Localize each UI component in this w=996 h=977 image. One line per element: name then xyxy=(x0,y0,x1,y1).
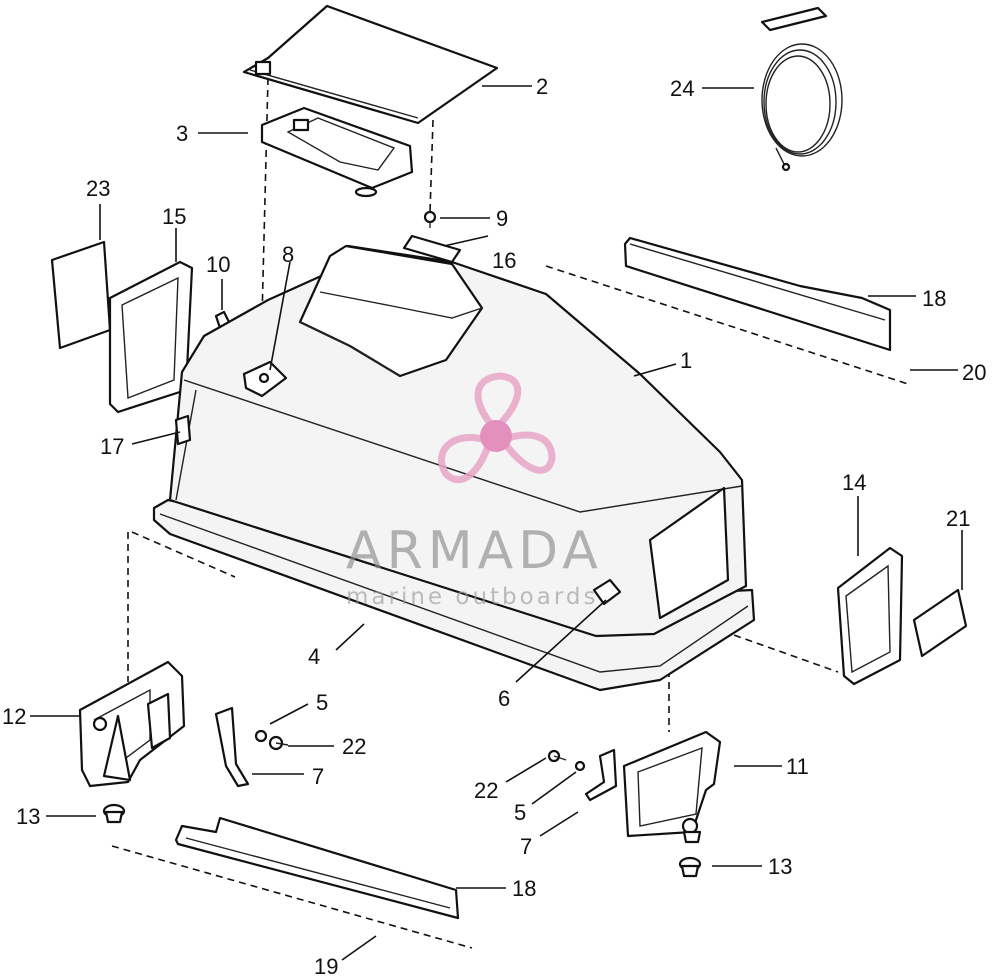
watermark-tagline: marine outboards xyxy=(346,584,598,610)
part-7-left-clip xyxy=(214,706,250,788)
callout-5-left: 5 xyxy=(316,690,328,715)
part-9-screw xyxy=(423,210,437,228)
assembly-dashed-lines xyxy=(111,77,909,949)
callout-22-right: 22 xyxy=(474,778,498,803)
callout-23: 23 xyxy=(86,176,110,201)
callout-16: 16 xyxy=(492,248,516,273)
callout-7-left: 7 xyxy=(312,764,324,789)
part-21-label xyxy=(912,588,968,658)
part-18-seal-strip-top xyxy=(623,236,892,352)
part-18-seal-strip-bottom xyxy=(174,816,460,920)
watermark-brand: ARMADA xyxy=(346,521,603,581)
callout-4: 4 xyxy=(308,644,320,669)
callout-3: 3 xyxy=(176,121,188,146)
callout-20: 20 xyxy=(962,360,986,385)
callout-14: 14 xyxy=(842,470,866,495)
callout-12: 12 xyxy=(2,704,26,729)
callout-labels: 2 3 9 23 15 10 8 16 18 20 1 24 17 14 21 … xyxy=(2,74,986,977)
part-7-right-clip xyxy=(584,748,618,802)
part-22-screw-right xyxy=(547,749,567,763)
callout-11: 11 xyxy=(786,754,809,779)
callout-13-left: 13 xyxy=(16,804,40,829)
part-5-washer-left xyxy=(254,729,268,743)
callout-2: 2 xyxy=(536,74,548,99)
part-24-cable xyxy=(760,6,843,172)
callout-9: 9 xyxy=(496,206,508,231)
callout-1: 1 xyxy=(680,348,692,373)
callout-5-right: 5 xyxy=(514,800,526,825)
callout-15: 15 xyxy=(162,204,186,229)
armada-watermark: ARMADA marine outboards xyxy=(346,372,603,610)
callout-6: 6 xyxy=(498,686,510,711)
callout-18-top: 18 xyxy=(922,286,946,311)
part-5-washer-right xyxy=(574,760,586,772)
callout-22-left: 22 xyxy=(342,734,366,759)
callout-10: 10 xyxy=(206,252,230,277)
callout-7-right: 7 xyxy=(520,834,532,859)
part-3-seal xyxy=(260,106,414,198)
callout-8: 8 xyxy=(282,242,294,267)
part-12-left-bracket xyxy=(78,660,186,788)
leader-lines xyxy=(30,85,963,961)
part-14-plate xyxy=(836,546,904,686)
part-13-grommet-right xyxy=(678,856,702,878)
callout-17: 17 xyxy=(100,434,124,459)
part-2-top-cover xyxy=(242,4,499,125)
part-13-grommet-left xyxy=(102,803,126,824)
part-11-right-bracket xyxy=(622,730,722,844)
callout-13-right: 13 xyxy=(768,854,792,879)
part-23-label xyxy=(50,240,112,350)
callout-21: 21 xyxy=(946,506,970,531)
part-22-screw-left xyxy=(268,735,289,751)
callout-18-bottom: 18 xyxy=(512,876,536,901)
callout-19: 19 xyxy=(314,954,338,977)
propeller-logo-icon xyxy=(438,372,556,484)
callout-24: 24 xyxy=(670,76,694,101)
